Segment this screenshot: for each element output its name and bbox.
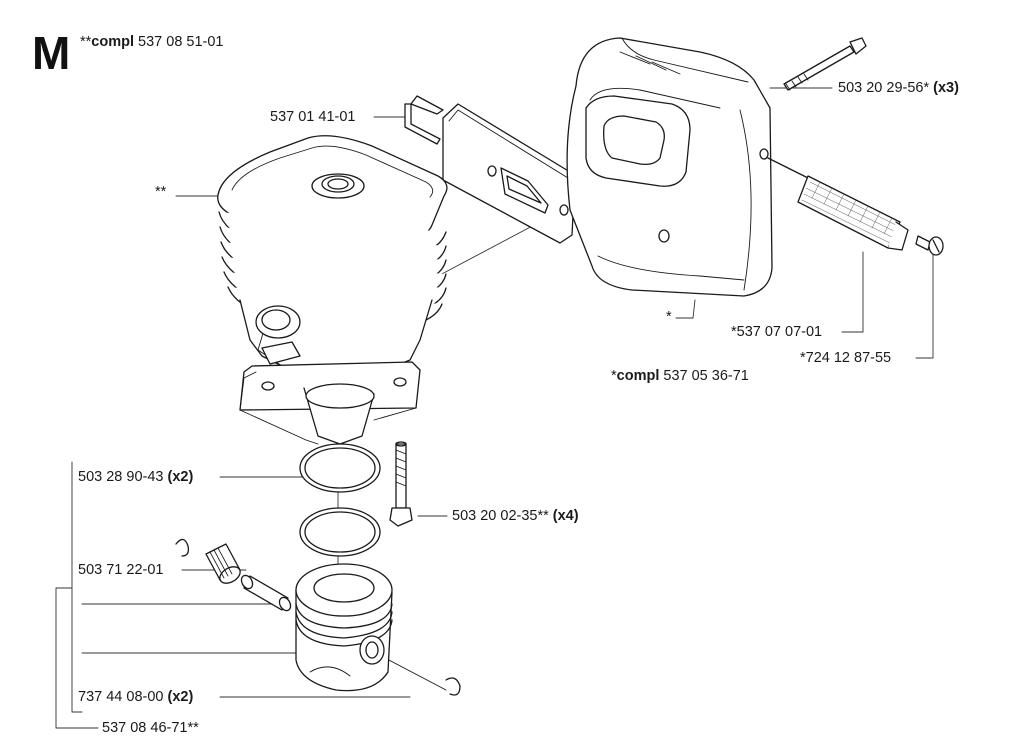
muffler [566, 37, 773, 297]
kit-number: 537 08 51-01 [138, 34, 224, 50]
piston-pin [240, 574, 292, 612]
rings-qty: (x2) [167, 469, 194, 485]
circlip-number: 737 44 08-00 [78, 689, 164, 705]
cylinder [217, 135, 448, 445]
piston [295, 563, 393, 692]
muffler-bolt [783, 37, 867, 91]
muffler-kit-word: compl [616, 368, 660, 384]
label-rings[interactable]: 503 28 90-43 (x2) [78, 469, 193, 485]
kit-prefix: ** [80, 34, 92, 50]
label-screen[interactable]: *537 07 07-01 [731, 324, 823, 340]
muffler-bolt-number: 503 20 29-56* [838, 80, 930, 96]
piston-rings [299, 443, 381, 557]
section-letter: M [32, 27, 71, 79]
cylinder-bolts-qty: (x4) [552, 508, 579, 524]
muffler-kit-number: 537 05 36-71 [663, 368, 749, 384]
label-bearing[interactable]: 503 71 22-01 [78, 562, 164, 578]
label-piston-kit[interactable]: 537 08 46-71** [102, 720, 199, 736]
label-cylinder-bolts[interactable]: 503 20 02-35** (x4) [452, 508, 579, 524]
kit-title: **compl 537 08 51-01 [80, 34, 224, 50]
cylinder-bolt [389, 441, 413, 527]
cylinder-bolts-number: 503 20 02-35** [452, 508, 549, 524]
kit-word: compl [91, 34, 134, 50]
needle-bearing [205, 543, 241, 584]
label-muffler-mark: * [666, 309, 672, 325]
screen-screw [915, 235, 944, 256]
circlip-qty: (x2) [167, 689, 194, 705]
label-muffler-bolt[interactable]: 503 20 29-56* (x3) [838, 80, 959, 96]
rings-number: 503 28 90-43 [78, 469, 164, 485]
muffler-bolt-qty: (x3) [933, 80, 959, 96]
label-muffler-kit[interactable]: *compl 537 05 36-71 [611, 368, 749, 384]
spark-arrestor-screen [767, 157, 909, 251]
label-bracket[interactable]: 537 01 41-01 [270, 109, 356, 125]
muffler-kit-prefix: * [611, 368, 617, 384]
label-screw[interactable]: *724 12 87-55 [800, 350, 892, 366]
label-circlip[interactable]: 737 44 08-00 (x2) [78, 689, 193, 705]
label-cylinder-mark: ** [155, 184, 167, 200]
